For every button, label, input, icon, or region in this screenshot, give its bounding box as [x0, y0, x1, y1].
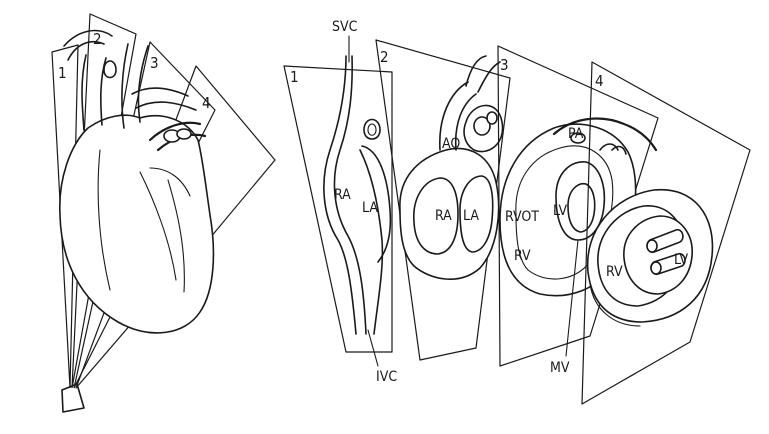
heart-inner-contour-4	[167, 179, 185, 293]
plane-number-4: 4	[595, 72, 604, 90]
label-ivc: IVC	[376, 369, 397, 385]
label-la-plane-2: LA	[463, 208, 479, 224]
label-lv-plane-4: LV	[674, 252, 688, 268]
label-svc: SVC	[332, 19, 358, 35]
svc-wall-left	[323, 55, 357, 335]
aorta-vessel	[121, 43, 149, 129]
plane-number-2: 2	[380, 48, 389, 66]
plane-number-2-left: 2	[93, 30, 102, 48]
label-ra-plane-1: RA	[334, 187, 351, 203]
label-la-plane-1: LA	[362, 200, 378, 216]
vessel-loop-2	[103, 60, 117, 79]
pa-arch	[552, 117, 658, 152]
heart-inner-contour-2	[149, 167, 191, 197]
plane-3-outline	[497, 45, 659, 367]
lv-inner-plane-3	[567, 182, 596, 233]
mv-pointer	[565, 239, 579, 357]
heart-inner-contour-1	[97, 149, 111, 291]
plane-4-outline	[581, 61, 751, 405]
papillary-cylinder-2-end	[650, 261, 662, 275]
ring-plane-1	[363, 118, 381, 140]
plane-number-1: 1	[290, 68, 299, 86]
heart-inner-contour-3	[139, 171, 177, 281]
plane-number-1-left: 1	[58, 64, 67, 82]
plane-2-section: 2 AO RA LA	[375, 39, 511, 361]
label-rvot: RVOT	[505, 209, 539, 225]
svc-vessel	[81, 54, 107, 131]
plane-number-4-left: 4	[202, 94, 211, 112]
plane-4-section: 4 RV LV	[581, 61, 751, 405]
svc-wall-right	[333, 55, 367, 335]
aorta-tube-plane-2	[439, 81, 477, 151]
septum-wall	[359, 149, 384, 335]
ao-ring-2	[486, 111, 498, 125]
pa-valve	[599, 143, 627, 155]
papillary-cylinders	[646, 228, 686, 276]
papillary-cylinder-1-end	[646, 239, 658, 253]
plane-1-outline	[283, 65, 393, 353]
ao-ring-1	[473, 116, 491, 136]
plane-1-section: 1 RA LA SVC IVC	[283, 19, 397, 385]
disc-side-edge	[589, 283, 641, 327]
label-mv: MV	[550, 360, 570, 376]
label-ao: AO	[442, 136, 460, 152]
vessel-branch-left	[63, 29, 113, 61]
ring-plane-1-inner	[367, 123, 377, 136]
pa-ring	[570, 132, 586, 144]
whole-heart-figure: 1 2 3 4	[51, 13, 276, 413]
vessel-ring-b	[176, 128, 192, 140]
la-wall	[361, 145, 392, 263]
label-lv-plane-3: LV	[553, 203, 567, 219]
la-chamber-plane-2	[459, 175, 494, 253]
aortic-ring-wall	[463, 104, 504, 153]
heart-outline	[59, 114, 215, 334]
ra-chamber-plane-2	[413, 177, 459, 255]
ivc-pointer	[367, 329, 379, 367]
label-pa: PA	[568, 126, 584, 142]
plane-number-3-left: 3	[150, 54, 159, 72]
label-rv-plane-3: RV	[514, 248, 531, 264]
aortic-arch	[131, 87, 197, 111]
label-ra-plane-2: RA	[435, 208, 452, 224]
transducer	[61, 383, 85, 413]
plane-number-3: 3	[500, 56, 509, 74]
label-rv-plane-4: RV	[606, 264, 623, 280]
